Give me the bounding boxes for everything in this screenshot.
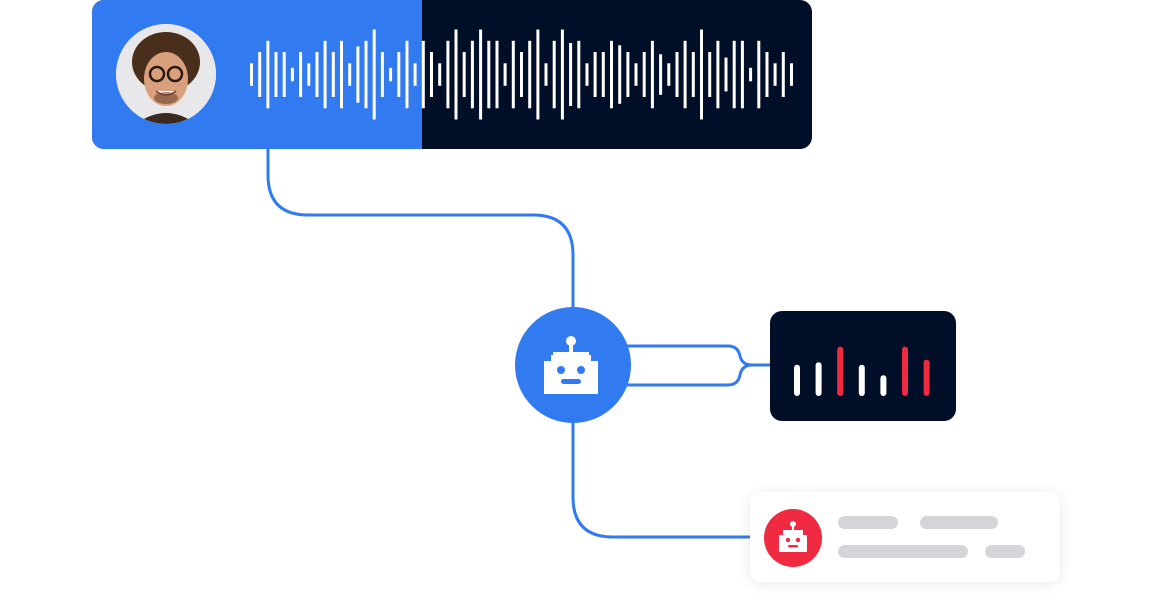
waveform-bar [708, 52, 712, 97]
waveform-bar [462, 52, 466, 97]
waveform-bar [650, 40, 654, 109]
waveform-bar [585, 63, 589, 86]
waveform-bar [560, 29, 564, 120]
analysis-bar [880, 375, 887, 396]
waveform-bar [372, 29, 376, 120]
speaker-avatar [116, 24, 216, 124]
waveform-bar [544, 63, 548, 86]
waveform-bar [380, 52, 384, 97]
waveform-bar [536, 29, 540, 120]
waveform-bar [659, 54, 663, 95]
waveform-bar [389, 67, 393, 82]
flagged-bar [837, 346, 844, 396]
analysis-bar-chart [794, 346, 930, 396]
waveform-bar [642, 52, 646, 97]
waveform-bar [732, 40, 736, 109]
voice-waveform [250, 29, 793, 120]
waveform-bar [552, 40, 556, 109]
voice-call-card [92, 0, 812, 149]
sentiment-analysis-card [770, 311, 956, 421]
waveform-bar [266, 40, 270, 109]
flagged-bar [923, 359, 930, 396]
waveform-bar [626, 52, 630, 97]
waveform-bar [683, 40, 687, 109]
waveform-bar [446, 40, 450, 109]
waveform-bar [691, 52, 695, 97]
ai-agent-node [515, 307, 631, 423]
analysis-bar [794, 364, 800, 396]
waveform-bar [290, 67, 294, 82]
waveform-bar [577, 40, 581, 109]
waveform-bar [470, 40, 474, 109]
waveform-bar [348, 63, 352, 86]
notification-bot-avatar [764, 509, 822, 567]
speaker-to-agent-line [266, 149, 575, 310]
waveform-bar [700, 29, 703, 120]
waveform-bar [749, 67, 753, 82]
flagged-bar [902, 346, 908, 396]
text-placeholder [985, 545, 1025, 558]
waveform-bar [601, 52, 605, 97]
agent-to-analysis-upper-line [625, 344, 772, 367]
waveform-bar [569, 43, 573, 106]
waveform-bar [364, 40, 368, 109]
waveform-bar [503, 63, 507, 86]
waveform-bar [528, 40, 532, 109]
waveform-bar [438, 63, 442, 86]
waveform-bar [781, 52, 785, 97]
waveform-bar [618, 45, 622, 104]
waveform-bar [716, 40, 720, 109]
waveform-bar [413, 63, 417, 86]
waveform-bar [487, 40, 491, 109]
waveform-bar [675, 52, 679, 97]
waveform-bar [307, 63, 311, 86]
waveform-bar [405, 40, 409, 109]
waveform-bar [790, 63, 793, 86]
analysis-bar [858, 364, 865, 396]
waveform-bar [250, 63, 253, 86]
waveform-bar [765, 52, 769, 97]
waveform-bar [331, 52, 335, 97]
robot-icon [544, 336, 598, 394]
waveform-bar [593, 52, 597, 97]
analysis-bar [815, 362, 822, 396]
waveform-bar [610, 40, 613, 109]
waveform-bar [511, 40, 515, 109]
waveform-bar [315, 52, 319, 97]
waveform-bar [634, 63, 638, 86]
waveform-bar [258, 52, 262, 97]
waveform-bar [356, 46, 360, 103]
waveform-bar [667, 63, 671, 86]
waveform-bar [323, 40, 327, 109]
waveform-bar [757, 40, 761, 109]
waveform-bar [340, 40, 343, 109]
waveform-bar [397, 52, 401, 97]
text-placeholder [838, 545, 968, 558]
waveform-bar [282, 52, 286, 97]
waveform-bar [740, 40, 744, 109]
waveform-bar [773, 63, 777, 86]
avatar-photo [116, 24, 216, 124]
text-placeholder [838, 516, 898, 529]
waveform-bar [299, 52, 303, 97]
waveform-bar [430, 52, 433, 97]
agent-to-analysis-lower-line [625, 363, 753, 387]
waveform-bar [724, 57, 728, 92]
text-placeholder [920, 516, 998, 529]
waveform-bar [454, 29, 458, 120]
robot-icon [779, 521, 807, 552]
agent-to-notification-line [571, 420, 752, 539]
agent-notification-card [750, 492, 1060, 582]
waveform-bar [274, 52, 278, 97]
waveform-bar [495, 40, 499, 109]
waveform-bar [520, 52, 523, 97]
waveform-bar [421, 40, 425, 109]
waveform-bar [479, 29, 483, 120]
